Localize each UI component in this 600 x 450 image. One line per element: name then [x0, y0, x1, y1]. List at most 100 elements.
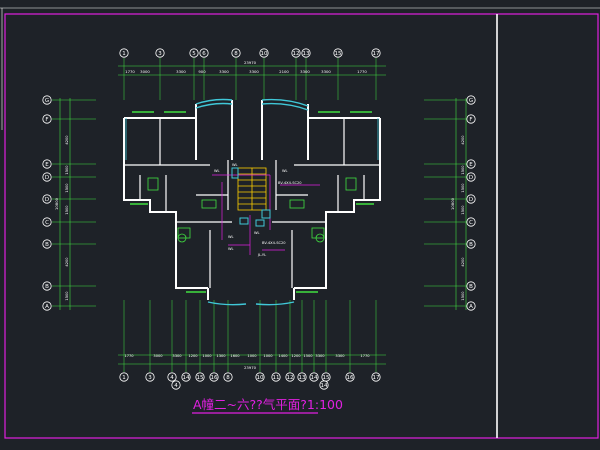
- top-dim-text: 3000: [140, 69, 150, 74]
- axis-bubble-label: 1: [122, 375, 126, 381]
- bottom-dim-text: 1000: [247, 354, 257, 358]
- left-dim-text: 4200: [65, 257, 69, 267]
- right-axis-bubble: B: [466, 281, 476, 291]
- left-axis-bubble: D: [42, 194, 52, 204]
- top-dim-text: 2100: [279, 69, 289, 74]
- left-dim-text: 1500: [65, 205, 69, 215]
- circuit-label: WL: [214, 169, 220, 173]
- bottom-dim-text: 1200: [188, 354, 198, 358]
- circuit-label: WL: [254, 231, 260, 235]
- left-axis-bubble: C: [42, 217, 52, 227]
- bottom-dim-text: 1000: [263, 354, 273, 358]
- circuit-label: WL: [228, 247, 234, 251]
- bottom-dim-text: 1200: [291, 354, 301, 358]
- axis-bubble-label: 6: [202, 51, 206, 57]
- right-axis-bubble: D: [466, 172, 476, 182]
- bottom-axis-bubble: 16: [345, 372, 355, 382]
- right-axis-bubble: E: [466, 159, 476, 169]
- axis-bubble-circle: [319, 380, 329, 390]
- floor-plan: [123, 98, 381, 306]
- wiring: [212, 174, 320, 255]
- top-dim-text: 900: [198, 69, 206, 74]
- axis-bubble-circle: [231, 48, 241, 58]
- axis-bubble-label: F: [469, 117, 472, 123]
- left-axis-bubble: B: [42, 281, 52, 291]
- axis-bubble-label: D: [45, 175, 49, 181]
- bottom-axis-bubble: 17: [371, 372, 381, 382]
- axis-bubble-label: 17: [373, 51, 380, 57]
- circuit-label: WL: [282, 169, 288, 173]
- left-axis-bubble: A: [42, 301, 52, 311]
- top-axis-bubble: 12: [291, 48, 301, 58]
- bottom-dim-text: 1500: [303, 354, 313, 358]
- top-axis-bubble: 8: [231, 48, 241, 58]
- axis-bubble-circle: [42, 114, 52, 124]
- bottom-axis-bubble: 11: [271, 372, 281, 382]
- axis-bubble-circle: [171, 380, 181, 390]
- axis-bubble-label: 15: [335, 51, 342, 57]
- axis-bubble-label: E: [469, 162, 473, 168]
- axis-bubble-circle: [119, 48, 129, 58]
- axis-bubble-label: B: [45, 242, 49, 248]
- top-total-dim: 23970: [244, 60, 257, 65]
- axis-bubble-circle: [466, 301, 476, 311]
- axis-bubble-circle: [466, 239, 476, 249]
- axis-bubble-label: 11: [273, 375, 280, 381]
- axis-bubble-circle: [42, 301, 52, 311]
- axis-bubble-circle: [199, 48, 209, 58]
- axis-bubble-circle: [145, 372, 155, 382]
- top-dim-text: 3300: [321, 69, 331, 74]
- axis-bubble-circle: [189, 48, 199, 58]
- bottom-axis-bubble: 13: [297, 372, 307, 382]
- axis-bubble-label: 16: [347, 375, 354, 381]
- axis-bubble-circle: [42, 95, 52, 105]
- axis-bubble-label: G: [469, 98, 473, 104]
- circuit-label: WL: [228, 235, 234, 239]
- axis-bubble-circle: [297, 372, 307, 382]
- axis-bubble-label: D: [469, 175, 473, 181]
- axis-bubble-label: B: [469, 284, 473, 290]
- axis-bubble-circle: [333, 48, 343, 58]
- axis-bubble-label: 10: [261, 51, 268, 57]
- top-dim-text: 1770: [125, 69, 135, 74]
- bottom-axis-bubble-lower: 4: [171, 380, 181, 390]
- axis-bubble-circle: [255, 372, 265, 382]
- left-axis-bubble: F: [42, 114, 52, 124]
- drawing-title: A幢二~六??气平面?1:100: [193, 397, 343, 412]
- frame-outer: [4, 13, 599, 439]
- axis-bubble-circle: [42, 217, 52, 227]
- axis-bubble-circle: [466, 172, 476, 182]
- axis-bubble-label: 12: [287, 375, 294, 381]
- top-dim-text: 3300: [176, 69, 186, 74]
- axis-bubble-circle: [466, 114, 476, 124]
- right-dim-text: 4200: [461, 135, 465, 145]
- top-dim-text: 1770: [357, 69, 367, 74]
- axis-bubble-circle: [371, 48, 381, 58]
- axis-bubble-circle: [291, 48, 301, 58]
- right-dim-text: 1500: [461, 205, 465, 215]
- right-dim-text: 1500: [461, 291, 465, 301]
- axis-bubble-circle: [167, 372, 177, 382]
- axis-bubble-circle: [42, 194, 52, 204]
- axis-bubble-circle: [223, 372, 233, 382]
- axis-bubble-circle: [42, 239, 52, 249]
- axis-bubble-label: 12: [293, 51, 300, 57]
- right-dim-text: 1500: [461, 183, 465, 193]
- axis-bubble-circle: [42, 172, 52, 182]
- axis-bubble-circle: [371, 372, 381, 382]
- bottom-axis-bubble: 1: [119, 372, 129, 382]
- axis-bubble-label: B: [469, 242, 473, 248]
- top-axis-bubble: 6: [199, 48, 209, 58]
- exterior-walls: [123, 100, 381, 300]
- left-dim-text: 1500: [65, 291, 69, 301]
- right-axis-bubble: G: [466, 95, 476, 105]
- axis-bubble-circle: [466, 159, 476, 169]
- axis-bubble-label: 16: [211, 375, 218, 381]
- bottom-dim-text: 3300: [172, 354, 182, 358]
- bottom-dim-text: 1300: [216, 354, 226, 358]
- bottom-axis-bubble: 16: [209, 372, 219, 382]
- left-axis-bubble: G: [42, 95, 52, 105]
- axis-bubble-label: A: [45, 304, 49, 310]
- axis-bubble-circle: [345, 372, 355, 382]
